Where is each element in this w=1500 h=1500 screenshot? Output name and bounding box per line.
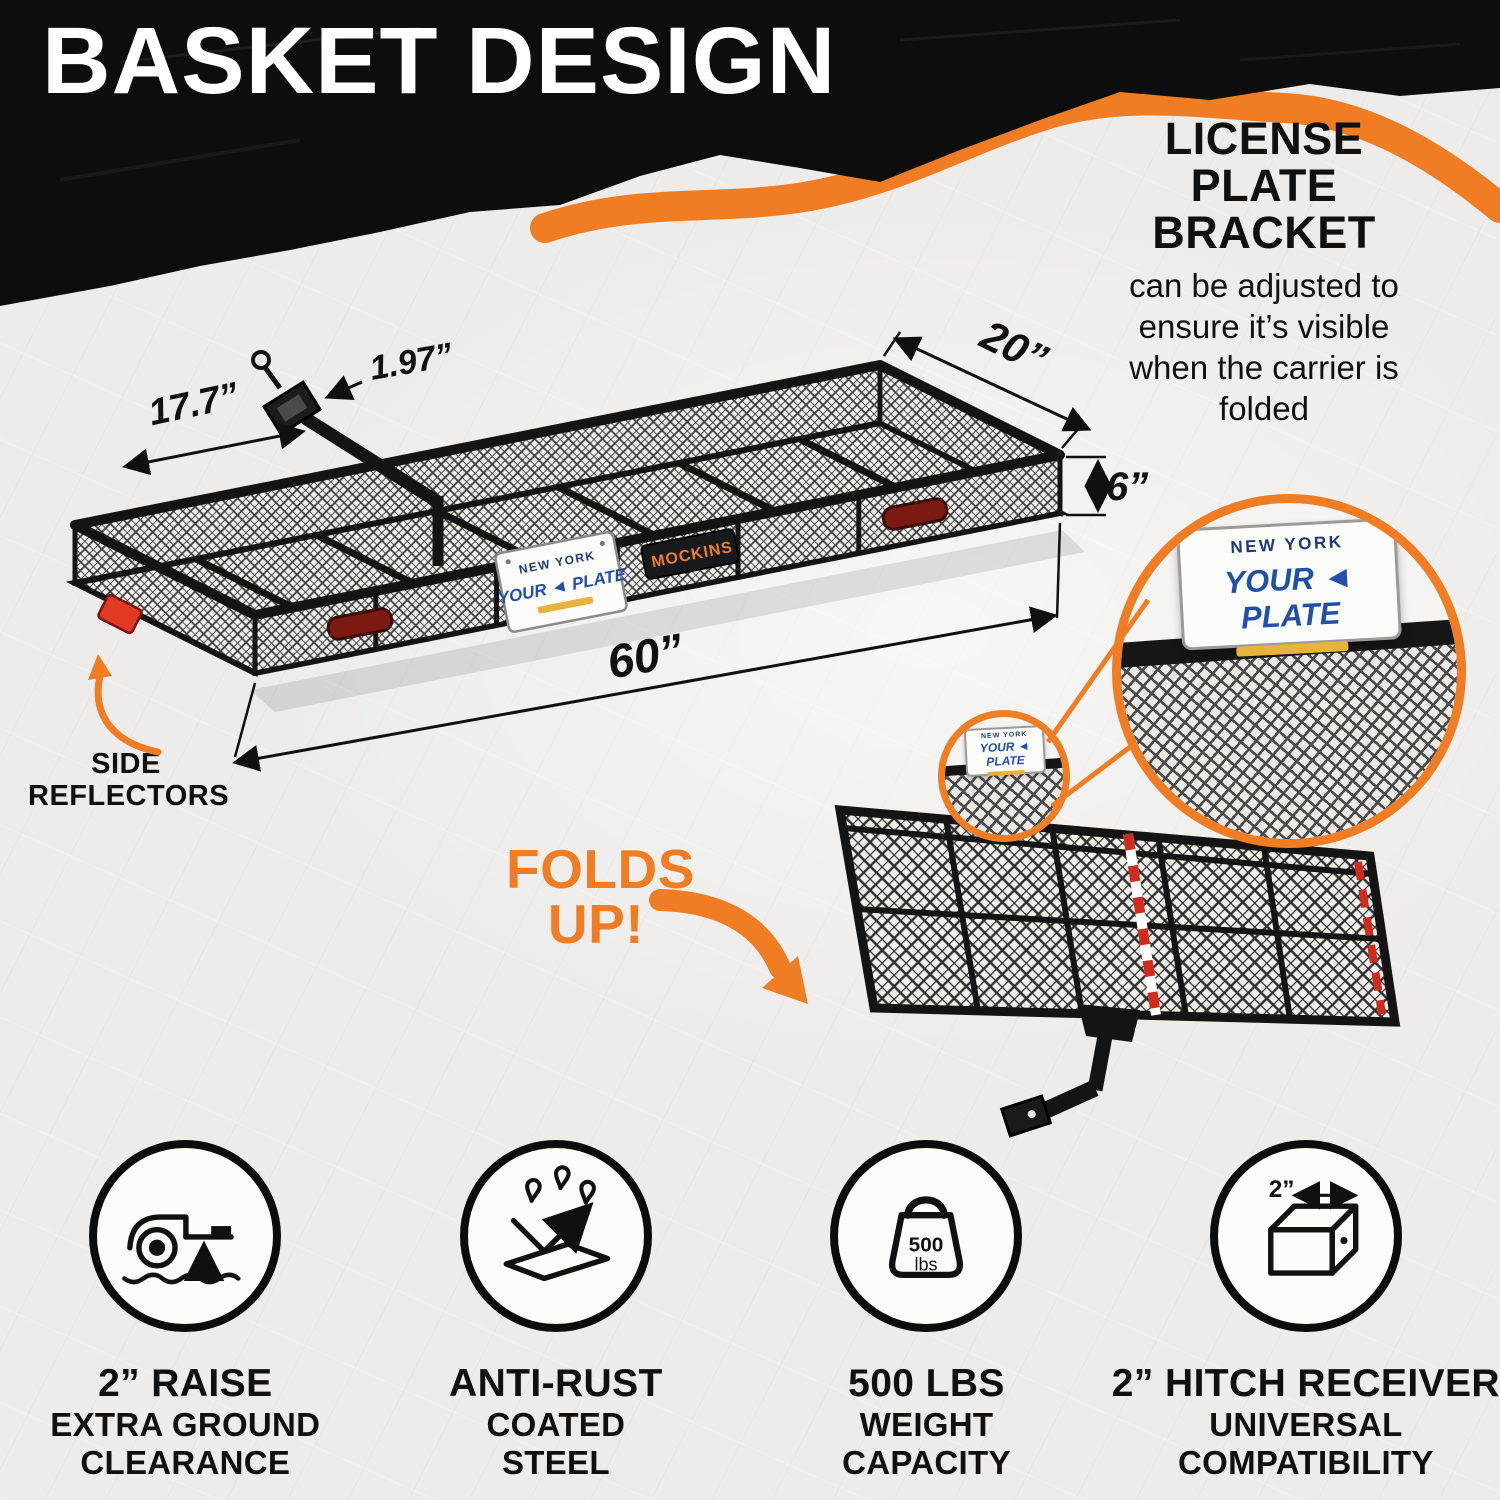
feature-subtitle: CAPACITY [842, 1444, 1011, 1482]
dim-arm-length: 17.7” [145, 374, 243, 433]
plate-main-text: YOUR ◄ PLATE [979, 738, 1031, 769]
license-plate-big: NEW YORK YOUR ◄ PLATE [1175, 517, 1403, 657]
feature-subtitle: UNIVERSAL [1209, 1406, 1403, 1443]
folds-up-line: UP! [547, 893, 645, 955]
side-reflectors-line: REFLECTORS [28, 780, 230, 813]
dim-side-height: 6” [1106, 465, 1148, 509]
page-title: BASKET DESIGN [42, 8, 837, 114]
plate-zoom-small-circle: NEW YORK YOUR ◄ PLATE [938, 710, 1070, 842]
feature-subtitle: WEIGHT [859, 1406, 994, 1443]
plate-main-text: YOUR ◄ PLATE [1223, 558, 1355, 636]
license-heading-line: PLATE [1190, 159, 1338, 211]
license-plate-small: NEW YORK YOUR ◄ PLATE [963, 724, 1047, 778]
feature-anti-rust: ANTI-RUST COATED STEEL [371, 1140, 742, 1483]
dim-width: 20” [973, 320, 1055, 383]
license-heading-line: BRACKET [1152, 206, 1376, 258]
feature-subtitle: STEEL [501, 1444, 610, 1482]
weight-value: 500 [909, 1233, 944, 1256]
license-heading-line: LICENSE [1164, 113, 1364, 164]
folded-hitch-arm [999, 1004, 1140, 1138]
hitch-size-label: 2” [1269, 1176, 1295, 1203]
hitch-shank [251, 350, 444, 566]
feature-subtitle: CLEARANCE [80, 1444, 291, 1482]
header-band [0, 0, 1500, 306]
feature-hitch-receiver: 2” 2” HITCH RECEIVER UNIVERSAL COMPATIBI… [1112, 1140, 1500, 1483]
black-grunge-band [0, 0, 1500, 306]
callout-mesh [1121, 641, 1457, 839]
folds-up-label: FOLDS UP! [506, 838, 695, 955]
side-reflector-red [97, 593, 143, 635]
feature-weight-capacity: 500 lbs 500 LBS WEIGHT CAPACITY [741, 1140, 1112, 1483]
weight-icon: 500 lbs [830, 1140, 1023, 1332]
folds-up-line: FOLDS [506, 838, 695, 900]
feature-title: 2” RAISE [98, 1362, 273, 1405]
feature-subtitle: COATED [486, 1406, 626, 1443]
feature-subtitle: COMPATIBILITY [1178, 1444, 1434, 1482]
feature-title: ANTI-RUST [449, 1362, 663, 1405]
license-bracket-section: LICENSE PLATE BRACKET can be adjusted to… [1106, 113, 1422, 430]
anti-rust-icon [459, 1140, 652, 1332]
ground-clearance-icon [89, 1140, 282, 1332]
feature-subtitle: EXTRA GROUND [50, 1406, 321, 1443]
folded-carrier-illustration [834, 805, 1401, 1138]
license-body-text: can be adjusted to ensure it’s visible w… [1129, 267, 1399, 428]
plate-zoom-big-circle: NEW YORK YOUR ◄ PLATE [1112, 494, 1466, 848]
folded-mesh-panel [834, 805, 1401, 1027]
basket-top-rail [70, 360, 1065, 620]
hitch-receiver-icon: 2” [1209, 1140, 1402, 1332]
basket-illustration: NEW YORK YOUR ◄ PLATE MOCKINS 17.7” 1.97… [65, 320, 1148, 772]
dim-receiver-opening: 1.97” [367, 336, 456, 388]
brand-badge: MOCKINS [640, 528, 740, 580]
feature-title: 2” HITCH RECEIVER [1111, 1362, 1500, 1405]
plate-state-text: NEW YORK [1229, 532, 1344, 558]
feature-ground-clearance: 2” RAISE EXTRA GROUND CLEARANCE [0, 1140, 371, 1483]
feature-title: 500 LBS [848, 1362, 1005, 1405]
weight-unit: lbs [915, 1254, 938, 1274]
side-reflectors-label: SIDE REFLECTORS [28, 748, 230, 813]
feature-row: 2” RAISE EXTRA GROUND CLEARANCE ANTI-RUS… [0, 1140, 1500, 1483]
side-reflectors-line: SIDE [91, 748, 161, 780]
